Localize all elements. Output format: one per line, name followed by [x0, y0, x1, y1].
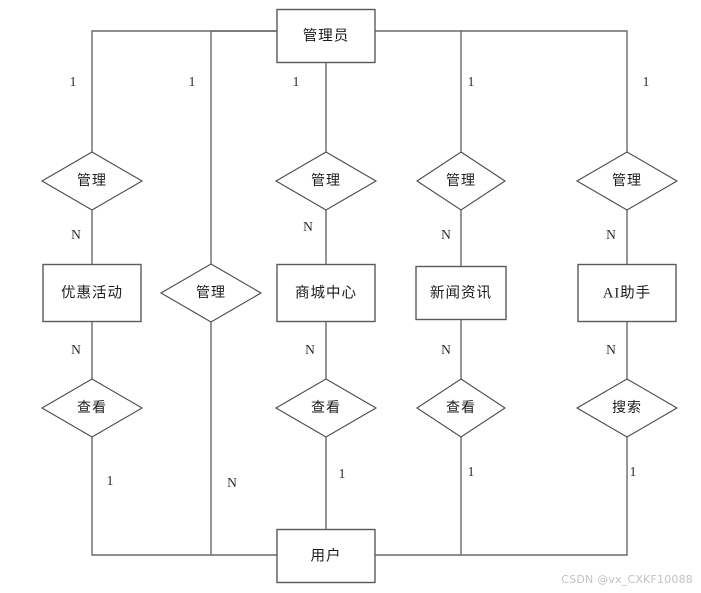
relationship-diamond-rel-view-promo	[40, 378, 144, 438]
edge-admin-to-promo	[91, 30, 277, 152]
cardinality-card-user-news: 1	[468, 464, 475, 479]
entity-box-user	[276, 528, 376, 584]
entity-label-admin: 管理员	[303, 27, 350, 44]
cardinality-card-admin-mall: 1	[293, 74, 300, 89]
relationship-label-rel-view-promo: 查看	[77, 400, 107, 416]
cardinality-card-user-manage: N	[227, 475, 237, 490]
relationship-label-rel-manage-user: 管理	[196, 285, 226, 301]
watermark: CSDN @vx_CXKF10088	[561, 573, 693, 586]
edge-admin-to-manage-user	[210, 30, 277, 264]
relationship-label-rel-manage-promo: 管理	[77, 173, 107, 189]
relationship-rel-manage-user[interactable]: 管理	[159, 263, 263, 323]
relationship-rel-manage-mall[interactable]: 管理	[274, 151, 378, 211]
cardinality-card-mall-n: N	[303, 219, 313, 234]
relationship-diamond-rel-search-ai	[575, 378, 679, 438]
relationship-rel-view-news[interactable]: 查看	[416, 378, 506, 438]
cardinality-card-admin-news: 1	[468, 74, 475, 89]
entity-mall[interactable]: 商城中心	[276, 263, 376, 323]
cardinality-card-user-promo: 1	[107, 473, 114, 488]
cardinality-card-admin-ai: 1	[643, 74, 650, 89]
relationship-label-rel-manage-mall: 管理	[311, 173, 341, 189]
edge-admin-to-manage-ai	[461, 30, 628, 152]
edge-view-news-to-user	[375, 437, 462, 556]
cardinality-card-ai-search-n: N	[606, 342, 616, 357]
edge-search-ai-to-user	[461, 437, 628, 556]
relationship-diamond-rel-manage-news	[416, 151, 506, 211]
relationship-rel-manage-ai[interactable]: 管理	[575, 151, 679, 211]
relationship-label-rel-manage-ai: 管理	[612, 173, 642, 189]
cardinality-card-promo-n: N	[71, 227, 81, 242]
entity-admin[interactable]: 管理员	[276, 8, 376, 64]
entity-box-news	[415, 265, 507, 321]
cardinality-card-promo-view-n: N	[71, 342, 81, 357]
relationship-label-rel-view-mall: 查看	[311, 400, 341, 416]
entity-label-promo: 优惠活动	[61, 284, 123, 301]
cardinality-card-admin-promo: 1	[70, 74, 77, 89]
entity-label-user: 用户	[311, 547, 342, 564]
cardinality-card-news-n: N	[441, 227, 451, 242]
cardinality-card-admin-user: 1	[189, 74, 196, 89]
relationship-diamond-rel-manage-mall	[274, 151, 378, 211]
relationship-rel-view-mall[interactable]: 查看	[274, 378, 378, 438]
entity-label-mall: 商城中心	[295, 284, 357, 301]
entity-box-promo	[42, 263, 142, 323]
relationship-diamond-rel-manage-user	[159, 263, 263, 323]
edge-admin-to-manage-news	[375, 30, 462, 152]
entity-box-mall	[276, 263, 376, 323]
relationship-rel-manage-promo[interactable]: 管理	[40, 151, 144, 211]
edge-view-promo-to-user	[91, 437, 277, 556]
edges-layer	[91, 30, 628, 556]
relationship-label-rel-manage-news: 管理	[446, 173, 476, 189]
cardinality-card-ai-n: N	[606, 227, 616, 242]
cardinality-card-news-view-n: N	[441, 342, 451, 357]
entity-promo[interactable]: 优惠活动	[42, 263, 142, 323]
entity-label-news: 新闻资讯	[430, 284, 492, 301]
cardinality-card-user-mall: 1	[339, 466, 346, 481]
relationship-rel-manage-news[interactable]: 管理	[416, 151, 506, 211]
entity-news[interactable]: 新闻资讯	[415, 265, 507, 321]
entity-box-ai	[577, 263, 677, 323]
relationship-label-rel-view-news: 查看	[446, 400, 476, 416]
entity-user[interactable]: 用户	[276, 528, 376, 584]
relationship-rel-search-ai[interactable]: 搜索	[575, 378, 679, 438]
relationship-rel-view-promo[interactable]: 查看	[40, 378, 144, 438]
entity-box-admin	[276, 8, 376, 64]
cardinality-card-user-ai: 1	[630, 464, 637, 479]
relationship-diamond-rel-view-mall	[274, 378, 378, 438]
entity-ai[interactable]: AI助手	[577, 263, 677, 323]
relationship-diamond-rel-view-news	[416, 378, 506, 438]
relationship-diamond-rel-manage-promo	[40, 151, 144, 211]
entity-label-ai: AI助手	[603, 284, 651, 301]
relationship-diamond-rel-manage-ai	[575, 151, 679, 211]
relationship-label-rel-search-ai: 搜索	[612, 399, 642, 416]
cardinality-card-mall-view-n: N	[305, 342, 315, 357]
